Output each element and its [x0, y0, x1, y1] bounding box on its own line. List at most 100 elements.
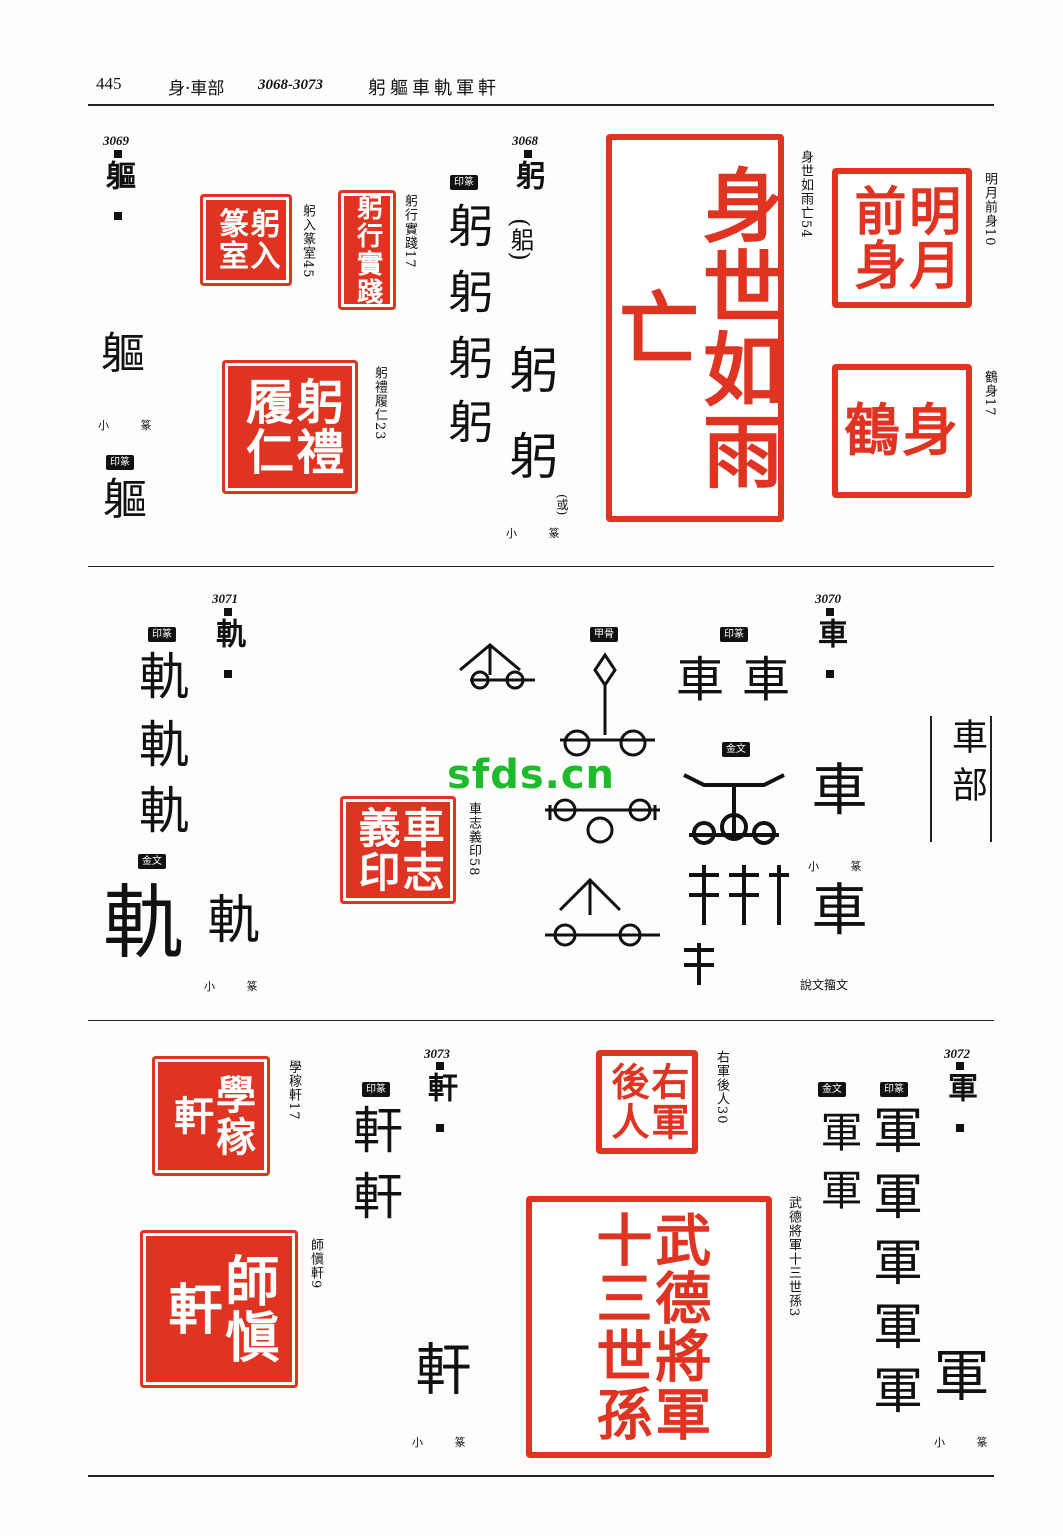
seal-script-form: 軒	[345, 1170, 403, 1230]
zhouwen-label: 說文籀文	[800, 978, 849, 992]
seal-caption: 學稼軒17	[286, 1060, 301, 1121]
jinwen-tag: 金文	[818, 1082, 846, 1097]
bracket-mark	[224, 670, 232, 678]
seal-impression: 躬入篆室	[200, 194, 292, 286]
seal-script-form: 軍	[865, 1170, 923, 1230]
seal-script-form: 軍	[865, 1300, 923, 1360]
seal-script-form: 軀	[95, 476, 146, 530]
seal-impression: 躬行實踐	[338, 190, 396, 310]
jiagu-tag: 甲骨	[590, 627, 618, 642]
page-number: 445	[96, 74, 122, 93]
bracket-mark	[956, 1124, 964, 1132]
seal-impression: 武德將軍十三世孫	[526, 1196, 772, 1458]
seal-caption: 躬行實踐17	[402, 194, 417, 269]
small-seal-form: 軒	[406, 1340, 471, 1406]
seal-impression: 身世如雨亡	[606, 134, 784, 522]
seal-script-form: 躬	[441, 334, 495, 390]
bracket-mark	[436, 1062, 444, 1070]
small-seal-label: 小 篆	[204, 980, 272, 993]
seal-caption: 明月前身10	[982, 172, 997, 247]
seal-script-form: 車	[676, 652, 733, 708]
small-seal-form: 軍	[924, 1346, 989, 1412]
seal-script-form: 軌	[131, 784, 189, 844]
bronze-script-forms	[683, 773, 789, 985]
bronze-script-form: 軌	[90, 880, 183, 970]
oracle-bone-forms	[459, 643, 660, 947]
radical-rule	[930, 716, 932, 842]
entry-headword: 軒	[422, 1072, 457, 1102]
radical-title: 車部	[946, 718, 987, 814]
bronze-script-form: 軍	[814, 1168, 863, 1220]
entry-headword: 軌	[210, 618, 245, 648]
seal-caption: 右軍後人30	[714, 1050, 729, 1125]
small-seal-label: 小 篆	[412, 1436, 480, 1449]
section-divider	[88, 566, 994, 567]
seal-script-form: 軍	[865, 1236, 923, 1296]
small-seal-label: 小 篆	[506, 527, 574, 540]
bracket-mark	[826, 670, 834, 678]
seal-impression: 學稼軒	[152, 1056, 270, 1176]
small-seal-label: 小 篆	[808, 860, 876, 873]
entry-number: 3071	[212, 591, 238, 606]
seal-caption: 躬禮履仁23	[372, 366, 387, 441]
small-seal-label: 小 篆	[98, 419, 166, 432]
yinzhuan-tag: 印篆	[720, 627, 748, 642]
seal-impression: 右軍後人	[596, 1050, 698, 1154]
entry-number: 3069	[103, 133, 129, 148]
small-seal-form: 車	[802, 760, 867, 826]
bracket-mark	[224, 608, 232, 616]
seal-script-form: 軌	[131, 650, 189, 710]
entry-number: 3070	[815, 591, 841, 606]
seal-script-form: 軍	[865, 1104, 923, 1164]
entry-headword: 車	[812, 618, 847, 648]
entry-number: 3068	[512, 133, 538, 148]
entry-headword: 躬	[510, 160, 545, 190]
seal-script-form: 躬	[441, 268, 495, 324]
section-divider	[88, 1020, 994, 1021]
bronze-script-form: 軍	[814, 1110, 863, 1162]
yinzhuan-tag: 印篆	[362, 1082, 390, 1097]
bracket-mark	[436, 1124, 444, 1132]
seal-script-form: 車	[742, 652, 801, 708]
small-seal-label: 小 篆	[934, 1436, 1002, 1449]
zhouwen-form: 車	[802, 880, 867, 946]
yinzhuan-tag: 印篆	[148, 627, 176, 642]
entry-variant: (躳)	[506, 218, 534, 261]
variant-label: (或)	[555, 494, 569, 516]
seal-caption: 武德將軍十三世孫3	[786, 1196, 801, 1318]
seal-script-form: 躬	[441, 202, 495, 258]
bracket-mark	[524, 150, 532, 158]
header-rule	[88, 104, 994, 106]
jinwen-tag: 金文	[138, 854, 166, 869]
radical-rule	[990, 716, 992, 842]
entry-headword: 軀	[100, 160, 135, 190]
bracket-mark	[114, 212, 122, 220]
bracket-mark	[826, 608, 834, 616]
jinwen-tag: 金文	[722, 742, 750, 757]
seal-caption: 師愼軒9	[308, 1238, 323, 1290]
seal-caption: 鶴身17	[982, 370, 997, 417]
seal-impression: 躬禮履仁	[222, 360, 358, 494]
small-seal-form: 軀	[93, 330, 144, 384]
seal-impression: 鶴身	[832, 364, 972, 498]
header-characters: 躬軀車軌軍軒	[368, 78, 500, 99]
seal-impression: 師愼軒	[140, 1230, 298, 1388]
small-seal-form: 軌	[198, 892, 258, 954]
yinzhuan-tag: 印篆	[450, 175, 478, 190]
seal-caption: 躬入篆室45	[300, 204, 315, 279]
entry-number: 3072	[944, 1046, 970, 1061]
entry-number: 3073	[424, 1046, 450, 1061]
yinzhuan-tag: 印篆	[106, 455, 134, 470]
seal-impression: 明月前身	[832, 168, 972, 308]
yinzhuan-tag: 印篆	[880, 1082, 908, 1097]
seal-script-form: 軒	[345, 1104, 403, 1164]
entry-range: 3068-3073	[258, 77, 323, 93]
seal-script-form: 躬	[441, 398, 495, 454]
entry-headword: 軍	[942, 1072, 977, 1102]
seal-script-form: 軌	[131, 718, 189, 778]
footer-rule	[88, 1475, 994, 1477]
small-seal-form: 躬	[501, 344, 559, 404]
seal-caption: 車志義印58	[466, 802, 481, 877]
small-seal-form: 躬	[501, 430, 559, 490]
